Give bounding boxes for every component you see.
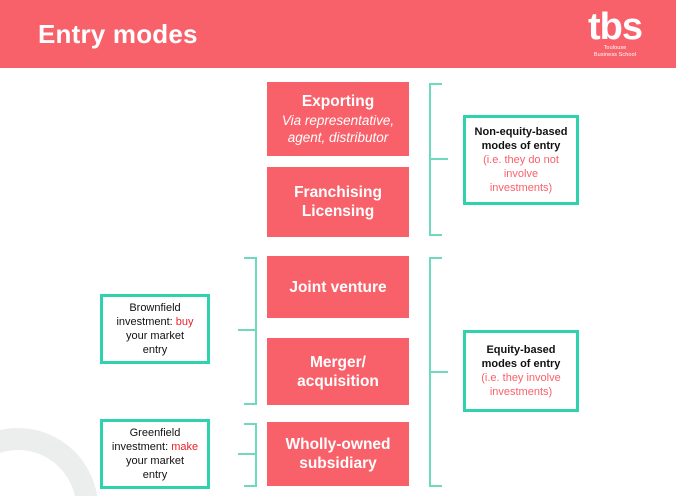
callout-non-equity[interactable]: Non-equity-based modes of entry (i.e. th… (463, 115, 579, 205)
card-joint-venture-title: Joint venture (289, 278, 387, 296)
bracket-non-equity (418, 82, 462, 237)
page-title: Entry modes (38, 19, 198, 49)
callout-brownfield-line2-pre: investment: (116, 316, 176, 328)
slide-header: Entry modes tbs Toulouse Business School (0, 0, 676, 68)
tbs-logo: tbs Toulouse Business School (576, 6, 654, 63)
card-merger-acquisition-title: Merger/ acquisition (297, 353, 379, 390)
callout-greenfield-line2-pre: investment: (111, 441, 172, 453)
callout-brownfield-line3: your market entry (125, 330, 185, 356)
card-wholly-owned-subsidiary[interactable]: Wholly-owned subsidiary (267, 422, 409, 486)
callout-brownfield-line2: investment: buy (116, 315, 193, 329)
logo-subtitle-line1: Toulouse (603, 45, 627, 51)
callout-greenfield-highlight: make (171, 441, 199, 453)
card-wholly-owned-subsidiary-title: Wholly-owned subsidiary (285, 436, 391, 472)
card-exporting-title: Exporting (301, 93, 375, 110)
callout-equity-note: (i.e. they involve investments) (481, 372, 561, 398)
callout-brownfield-highlight: buy (175, 316, 194, 328)
bracket-greenfield (224, 422, 268, 488)
callout-greenfield[interactable]: Greenfield investment: make your market … (100, 419, 210, 489)
card-joint-venture[interactable]: Joint venture (267, 256, 409, 318)
callout-equity[interactable]: Equity-based modes of entry (i.e. they i… (463, 330, 579, 412)
card-merger-acquisition[interactable]: Merger/ acquisition (267, 338, 409, 405)
logo-subtitle-line2: Business School (593, 52, 637, 58)
card-franchising-licensing-title: Franchising Licensing (294, 184, 382, 220)
callout-greenfield-line2: investment: make (112, 440, 198, 454)
card-exporting-subtitle: Via representative, agent, distributor (281, 113, 395, 145)
card-franchising-licensing[interactable]: Franchising Licensing (267, 167, 409, 237)
card-exporting[interactable]: Exporting Via representative, agent, dis… (267, 82, 409, 156)
callout-greenfield-line1: Greenfield (129, 427, 181, 439)
callout-greenfield-line3: your market entry (125, 455, 185, 481)
callout-equity-main: Equity-based modes of entry (481, 344, 561, 370)
callout-non-equity-note: (i.e. they do not involve investments) (483, 154, 559, 194)
logo-wordmark: tbs (588, 6, 643, 48)
callout-brownfield[interactable]: Brownfield investment: buy your market e… (100, 294, 210, 364)
callout-brownfield-line1: Brownfield (129, 302, 181, 314)
bracket-brownfield (224, 256, 268, 406)
decorative-corner-arc (0, 428, 98, 496)
callout-non-equity-main: Non-equity-based modes of entry (474, 126, 568, 152)
bracket-equity (418, 256, 462, 488)
